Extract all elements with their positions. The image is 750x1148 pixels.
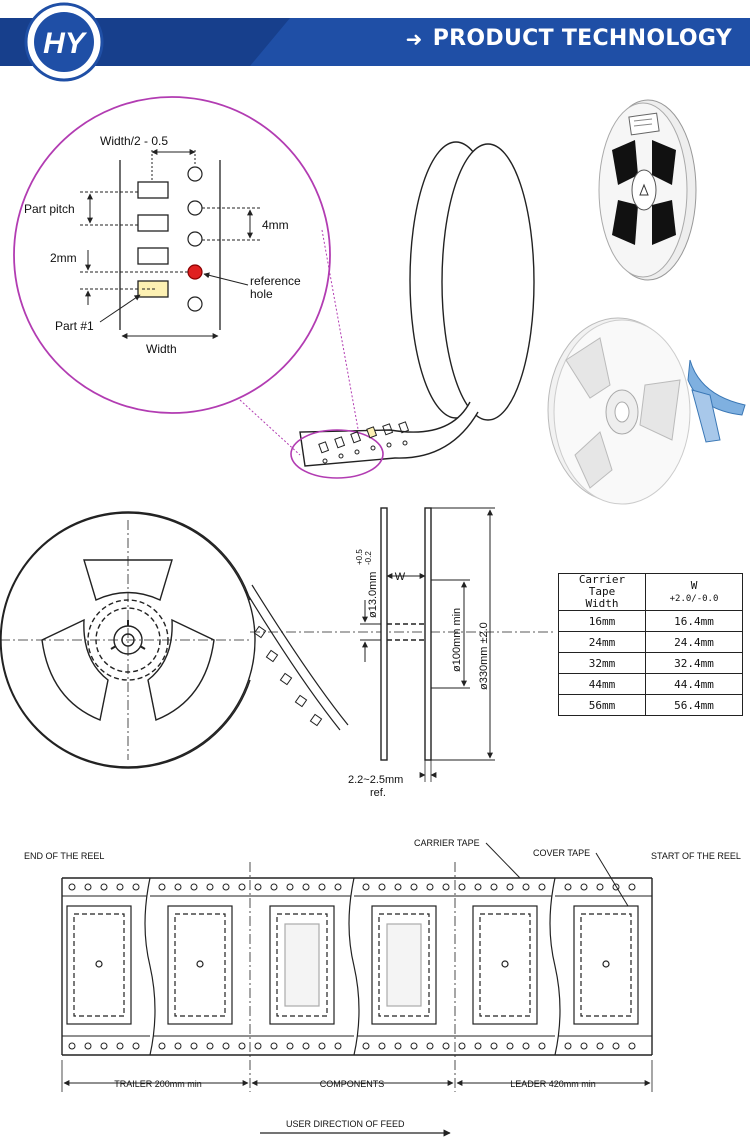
leader-label: LEADER 420mm min	[510, 1079, 596, 1089]
flange-label-2: ref.	[370, 787, 386, 799]
clear-reel-illustration	[547, 317, 746, 505]
reference-label-1: reference	[250, 274, 301, 288]
reel-side-view	[250, 507, 555, 782]
reel-front-view	[0, 511, 349, 769]
two-mm-label: 2mm	[50, 251, 77, 265]
hub-tol-minus: -0.2	[364, 551, 373, 565]
inner-dim-label: ø100mm min	[451, 608, 463, 672]
tape-layout	[61, 842, 653, 1137]
carrier-tape-label: CARRIER TAPE	[414, 838, 480, 848]
table-cell: 24mm	[558, 631, 646, 653]
table-cell: 32mm	[558, 652, 646, 674]
cover-tape-label: COVER TAPE	[533, 848, 590, 858]
arrow-right-icon: ➜	[405, 26, 423, 51]
hub-tol-plus: +0.5	[355, 549, 364, 565]
magnified-detail	[13, 96, 361, 456]
part-one-label: Part #1	[55, 319, 94, 333]
table-cell: 16.4mm	[645, 610, 743, 632]
feed-direction-label: USER DIRECTION OF FEED	[286, 1119, 405, 1129]
part-pitch-label: Part pitch	[24, 202, 75, 216]
logo-inner	[34, 12, 94, 72]
table-header-cell: W+2.0/-0.0	[645, 573, 743, 611]
table-cell: 44.4mm	[645, 673, 743, 695]
reference-hole	[187, 264, 203, 280]
table-cell: 24.4mm	[645, 631, 743, 653]
header-banner: HY ➜ PRODUCT TECHNOLOGY	[0, 0, 750, 84]
table-cell: 44mm	[558, 673, 646, 695]
black-reel-illustration	[598, 99, 697, 281]
table-cell: 16mm	[558, 610, 646, 632]
reference-label-2: hole	[250, 287, 273, 301]
outer-dim-label: ø330mm ±2.0	[478, 622, 490, 690]
trailer-label: TRAILER 200mm min	[114, 1079, 202, 1089]
end-of-reel-label: END OF THE REEL	[24, 851, 104, 861]
width-label: Width	[146, 342, 177, 356]
header-background: HY	[0, 0, 750, 84]
header-title-text: PRODUCT TECHNOLOGY	[432, 26, 732, 51]
components-label: COMPONENTS	[320, 1079, 385, 1089]
magnifier-circle	[13, 96, 331, 414]
four-mm-label: 4mm	[262, 218, 289, 232]
w-label: W	[395, 571, 406, 583]
logo-text: HY	[43, 27, 88, 60]
table-cell: 32.4mm	[645, 652, 743, 674]
width-half-label: Width/2 - 0.5	[100, 134, 168, 148]
header-title: ➜ PRODUCT TECHNOLOGY	[406, 26, 732, 51]
table-cell: 56mm	[558, 694, 646, 716]
flange-label-1: 2.2~2.5mm	[348, 774, 403, 786]
reel-with-tape	[290, 141, 535, 479]
table-cell: 56.4mm	[645, 694, 743, 716]
start-of-reel-label: START OF THE REEL	[651, 851, 741, 861]
hub-dim-label: ø13.0mm	[367, 572, 379, 618]
